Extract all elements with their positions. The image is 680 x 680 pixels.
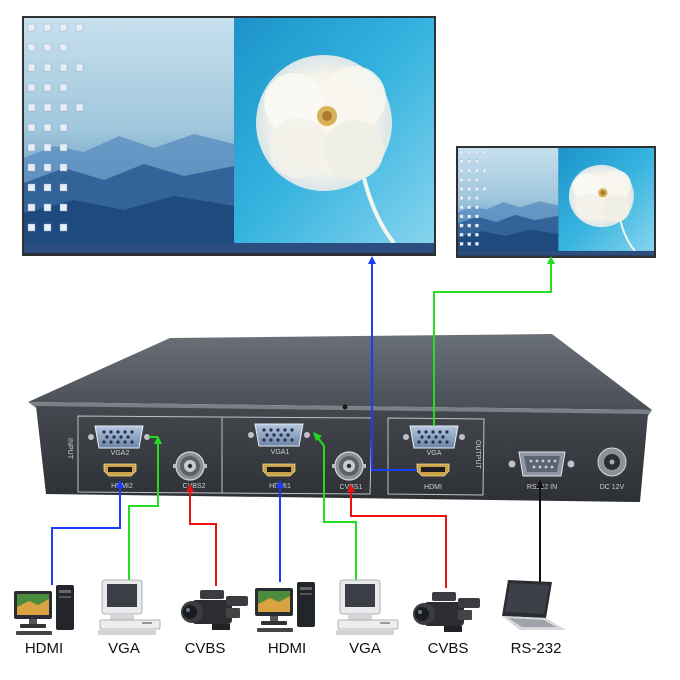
desktop-pc-icon [14, 585, 74, 635]
hdmi-output-arrow [368, 256, 376, 264]
vga-output-arrow [547, 256, 555, 264]
output-side-label: OUTPUT [474, 440, 481, 470]
source-label-hdmi-2: HDMI [267, 640, 307, 657]
source-label-vga-2: VGA [349, 640, 381, 657]
rs232-port[interactable] [508, 451, 575, 477]
source-label-rs232: RS-232 [510, 640, 562, 657]
vga-output-port[interactable] [409, 425, 459, 449]
hdmi-output-line [371, 262, 417, 471]
camcorder-icon [181, 590, 248, 630]
source1-hdmi-line [51, 486, 121, 585]
source-label-cvbs-2: CVBS [427, 640, 469, 657]
source-label-hdmi-1: HDMI [24, 640, 64, 657]
vga1-label: VGA1 [271, 449, 290, 456]
dc-label: DC 12V [600, 484, 625, 491]
laptop-icon [502, 580, 566, 630]
connection-lines [51, 256, 555, 588]
vga-output-line [433, 262, 552, 426]
small-display-screen [458, 148, 654, 256]
vga1-port[interactable] [254, 423, 304, 447]
vga2-label: VGA2 [111, 450, 130, 457]
source5-vga-line [317, 437, 357, 580]
source6-cvbs-line [350, 490, 447, 588]
large-display [22, 16, 436, 256]
vga2-port[interactable] [94, 425, 144, 449]
video-switcher-device: INPUT OUTPUT VGA2 HDMI2 CVBS2 VGA1 HDMI1… [28, 334, 652, 502]
hdmi-output-port[interactable] [416, 463, 450, 477]
source3-cvbs-line [189, 490, 217, 586]
source-label-cvbs-1: CVBS [184, 640, 226, 657]
hdmi1-port[interactable] [262, 463, 296, 477]
vga-output-label: VGA [427, 450, 442, 457]
hdmi-output-label: HDMI [424, 484, 442, 491]
desktop-pc-icon [255, 582, 315, 632]
source2-vga-line [128, 442, 159, 582]
camcorder-icon [413, 592, 480, 632]
input-side-label: INPUT [66, 438, 73, 460]
crt-pc-icon [97, 579, 161, 636]
small-display [456, 146, 656, 258]
hdmi2-port[interactable] [103, 463, 137, 477]
large-display-screen [24, 18, 434, 254]
source-label-vga-1: VGA [108, 640, 140, 657]
crt-pc-icon [335, 579, 399, 636]
dc-power-jack[interactable] [597, 447, 627, 477]
cvbs2-label: CVBS2 [183, 483, 206, 490]
